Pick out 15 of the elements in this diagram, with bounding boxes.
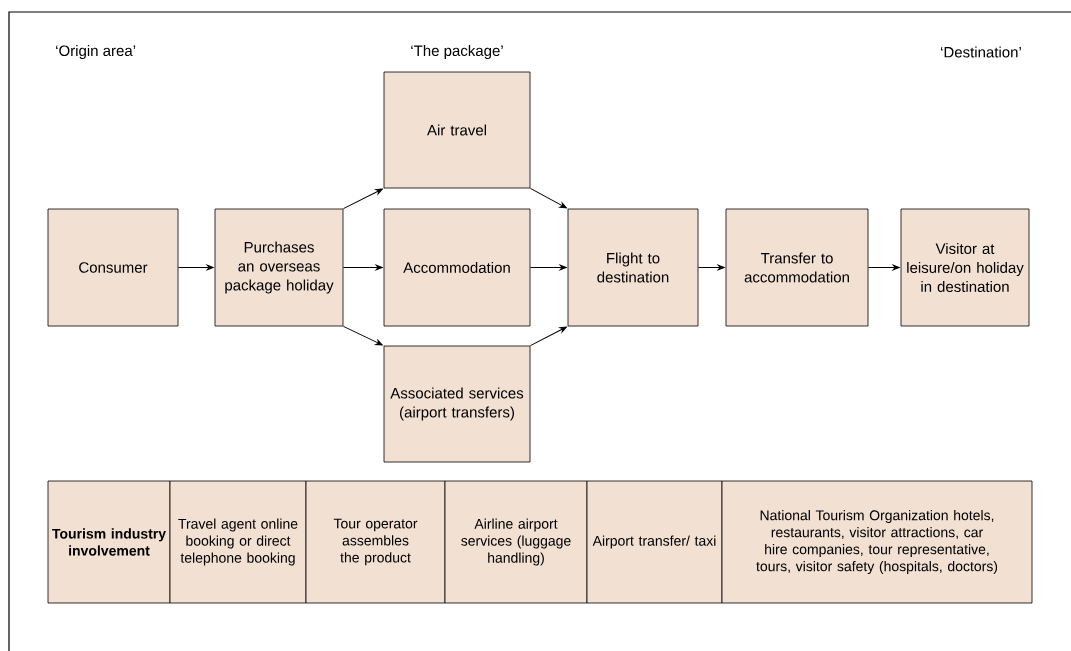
process-box: Transfer to accommodation bbox=[725, 208, 869, 327]
table-cell: Tour operator assembles the product bbox=[305, 480, 446, 604]
process-box: Purchases an overseas package holiday bbox=[214, 208, 344, 327]
process-box: Air travel bbox=[383, 71, 531, 189]
process-box: Flight to destination bbox=[567, 208, 699, 327]
heading: ‘Destination’ bbox=[941, 46, 1021, 58]
table-cell: Airport transfer/ taxi bbox=[586, 480, 723, 604]
process-box: Consumer bbox=[47, 208, 179, 327]
heading: ‘Origin area’ bbox=[56, 45, 136, 59]
process-box: Accommodation bbox=[383, 208, 531, 327]
table-cell: Airline airport services (luggage handling) bbox=[444, 480, 588, 604]
process-box: Visitor at leisure/on holiday in destination bbox=[900, 208, 1030, 327]
table-cell: Travel agent online booking or direct telephone booking bbox=[169, 480, 307, 604]
process-box: Associated services (airport transfers) bbox=[383, 345, 531, 463]
table-cell: Tourism industry involvement bbox=[47, 480, 171, 604]
